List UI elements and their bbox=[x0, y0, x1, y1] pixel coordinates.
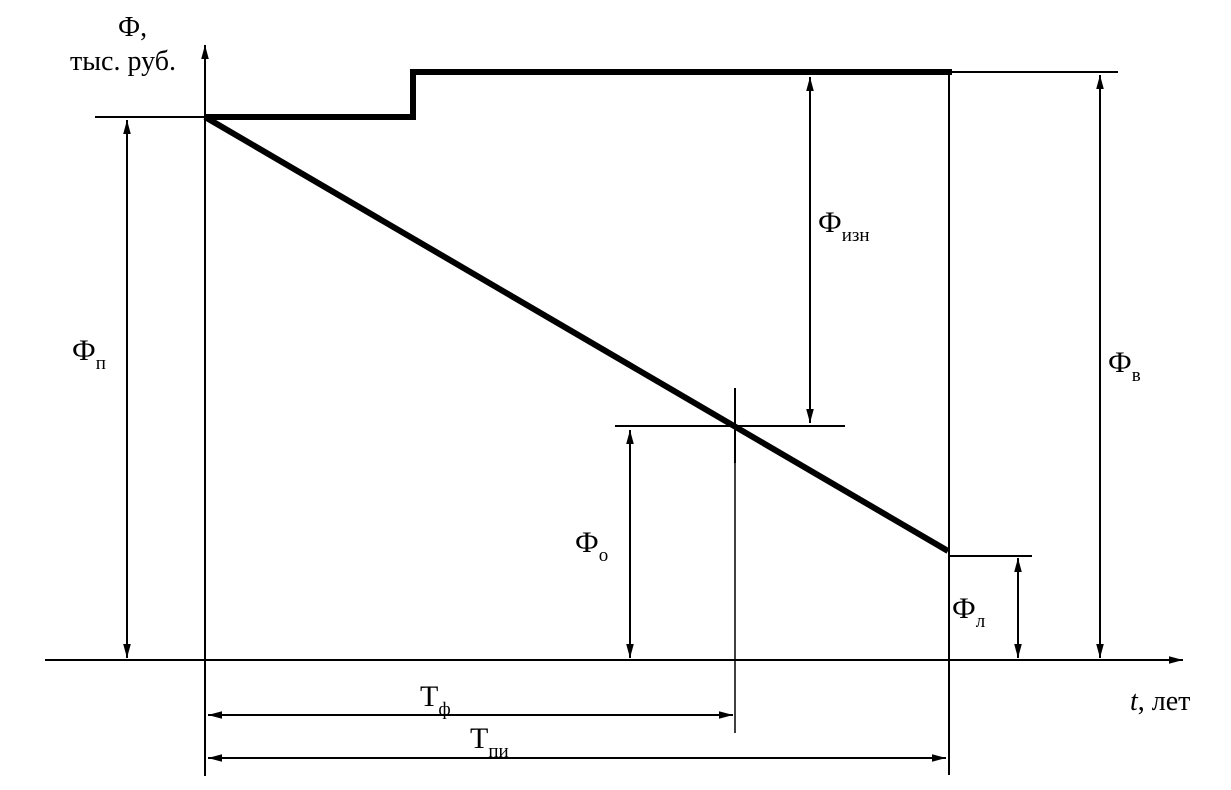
fv-label: Фв bbox=[1108, 346, 1141, 386]
fo-label: Фо bbox=[575, 526, 608, 566]
fizn-label: Физн bbox=[818, 206, 870, 246]
tpi-label: Тпи bbox=[470, 722, 509, 762]
y-axis-label-line1: Ф, bbox=[118, 12, 147, 43]
x-axis-label: t, лет bbox=[1130, 686, 1190, 717]
tf-label: Тф bbox=[420, 680, 451, 720]
fl-label: Фл bbox=[952, 592, 986, 632]
book-value-step-line bbox=[205, 69, 952, 120]
y-axis-label-line2: тыс. руб. bbox=[70, 46, 176, 77]
residual-value-line bbox=[203, 114, 950, 554]
fp-label: Фп bbox=[72, 334, 106, 374]
